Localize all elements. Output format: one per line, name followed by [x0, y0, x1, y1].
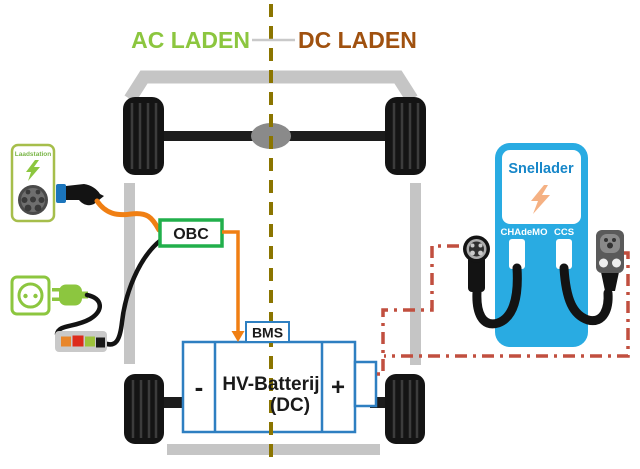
- battery-plus-label: +: [331, 374, 345, 401]
- battery-labels: BMS - + HV-Batterij (DC): [195, 321, 345, 416]
- plug-icon: [52, 284, 88, 306]
- chademo-cable: [472, 263, 522, 329]
- obc-box: OBC: [158, 218, 224, 248]
- rear-axle-right: [370, 397, 388, 408]
- rear-bumper: [167, 444, 380, 455]
- dc-line-chademo: [375, 244, 459, 376]
- battery-name-line2: (DC): [270, 395, 310, 416]
- type2-socket-icon: [18, 185, 48, 215]
- dc-lines: [375, 244, 630, 376]
- bms-label: BMS: [252, 325, 283, 341]
- dc-line-ccs: [384, 251, 630, 358]
- rear-axle-left: [156, 397, 186, 408]
- lightning-icon: [26, 160, 40, 181]
- battery-name-line1: HV-Batterij: [222, 374, 319, 395]
- car-top-view: [123, 70, 426, 455]
- dc-laden-title: DC LADEN: [298, 27, 417, 53]
- laadstation-label: Laadstation: [15, 151, 52, 158]
- iccb-icon: [55, 331, 107, 352]
- obc-label: OBC: [173, 226, 209, 243]
- type2-plug-icon: [56, 184, 104, 206]
- ccs-connector-icon: [596, 230, 624, 291]
- front-left-tire: [123, 97, 164, 175]
- ac-laden-title: AC LADEN: [131, 27, 250, 53]
- bms-box: [245, 321, 290, 343]
- wall-socket-icon: [10, 275, 51, 316]
- battery-minus-label: -: [195, 372, 204, 402]
- obc-frame: [158, 218, 224, 248]
- title: AC LADEN DC LADEN: [131, 27, 417, 53]
- chademo-connector-icon: [463, 235, 490, 292]
- front-right-tire: [385, 97, 426, 175]
- iccb-to-obc-cable: [101, 237, 164, 347]
- plug-to-iccb-cable: [54, 292, 102, 337]
- arrowhead-icon: [231, 331, 245, 342]
- lightning-icon: [531, 185, 550, 214]
- charging-station-card: Laadstation: [10, 143, 56, 223]
- right-side-rail: [410, 183, 421, 365]
- fast-charger-screen: [502, 150, 581, 224]
- battery-plus-terminal-tab: [353, 360, 378, 408]
- ccs-cable: [559, 263, 613, 326]
- left-side-rail: [124, 183, 135, 364]
- ac-cable-orange: [94, 198, 162, 233]
- snellader-label: Snellader: [508, 161, 574, 177]
- ccs-port-label: CCS: [554, 227, 574, 238]
- rear-right-tire: [385, 374, 425, 444]
- obc-to-battery-arrow: [222, 230, 245, 342]
- ccs-slot: [556, 239, 572, 269]
- chademo-port-label: CHAdeMO: [501, 227, 548, 238]
- chademo-slot: [509, 239, 525, 269]
- rear-left-tire: [124, 374, 164, 444]
